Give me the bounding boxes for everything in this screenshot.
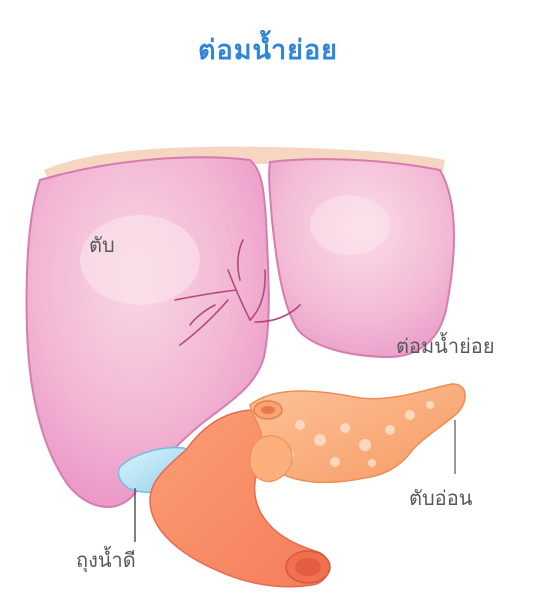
liver-highlight <box>310 195 390 255</box>
label-pancreas: ตับอ่อน <box>409 482 472 514</box>
liver-right-lobe <box>269 159 454 357</box>
intestine-opening <box>295 558 321 576</box>
label-digestive-gland: ต่อมน้ำย่อย <box>396 330 495 362</box>
label-liver: ตับ <box>89 229 115 261</box>
pancreatic-duct <box>261 406 275 414</box>
label-gallbladder: ถุงน้ำดี <box>76 544 136 576</box>
